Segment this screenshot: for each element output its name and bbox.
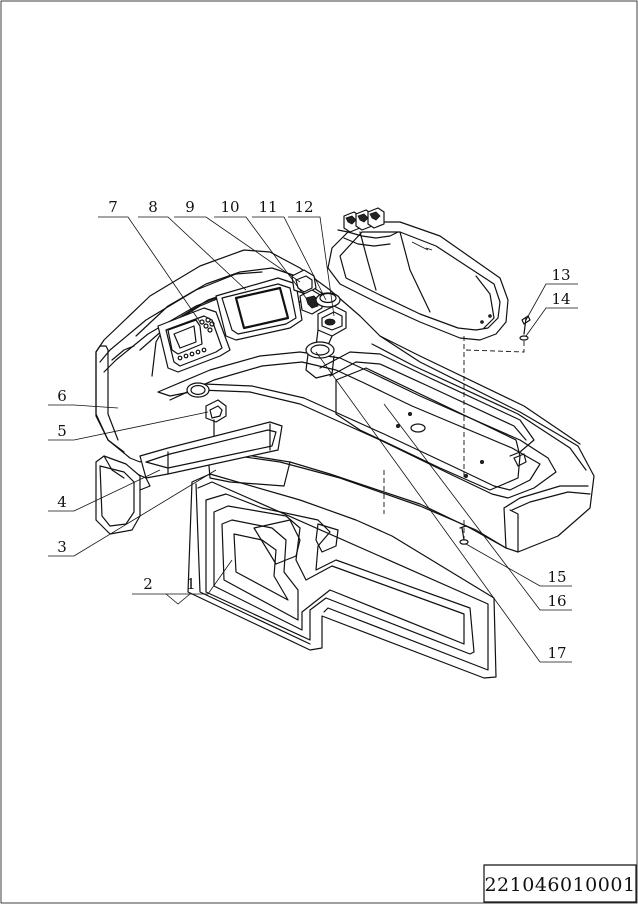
callout-10: 10 [220,198,239,216]
front-lower-panel [95,455,141,535]
callout-8: 8 [148,198,158,216]
callout-6: 6 [57,387,67,405]
callout-13: 13 [551,266,570,284]
side-nozzle [186,382,227,441]
callout-9: 9 [185,198,195,216]
callout-labels: 7 8 9 10 11 12 13 14 6 5 4 3 2 1 15 16 1… [57,198,570,662]
valve-assembly [291,269,347,379]
assembly-lines [383,336,525,540]
drawing-number-box [483,864,637,903]
callout-14: 14 [551,290,570,308]
display-screen [215,277,303,341]
top-cover-lid [327,207,509,341]
callout-12: 12 [294,198,313,216]
left-end-cap [95,345,135,441]
lid-screw [519,315,531,341]
leader-lines [48,216,578,663]
title-block: 221046010001 [483,864,637,903]
drain-gutter [123,421,283,491]
callout-4: 4 [57,493,67,511]
callout-7: 7 [108,198,118,216]
main-tub-body [95,249,595,553]
callout-5: 5 [57,422,67,440]
callout-17: 17 [547,644,566,662]
callout-15: 15 [547,568,566,586]
control-panel [157,307,231,373]
callout-2: 2 [143,575,153,593]
bottom-plate [187,473,497,679]
callout-3: 3 [57,538,67,556]
callout-1: 1 [186,575,196,593]
callout-11: 11 [258,198,277,216]
drawing-number: 221046010001 [484,874,635,896]
callout-16: 16 [547,592,566,610]
